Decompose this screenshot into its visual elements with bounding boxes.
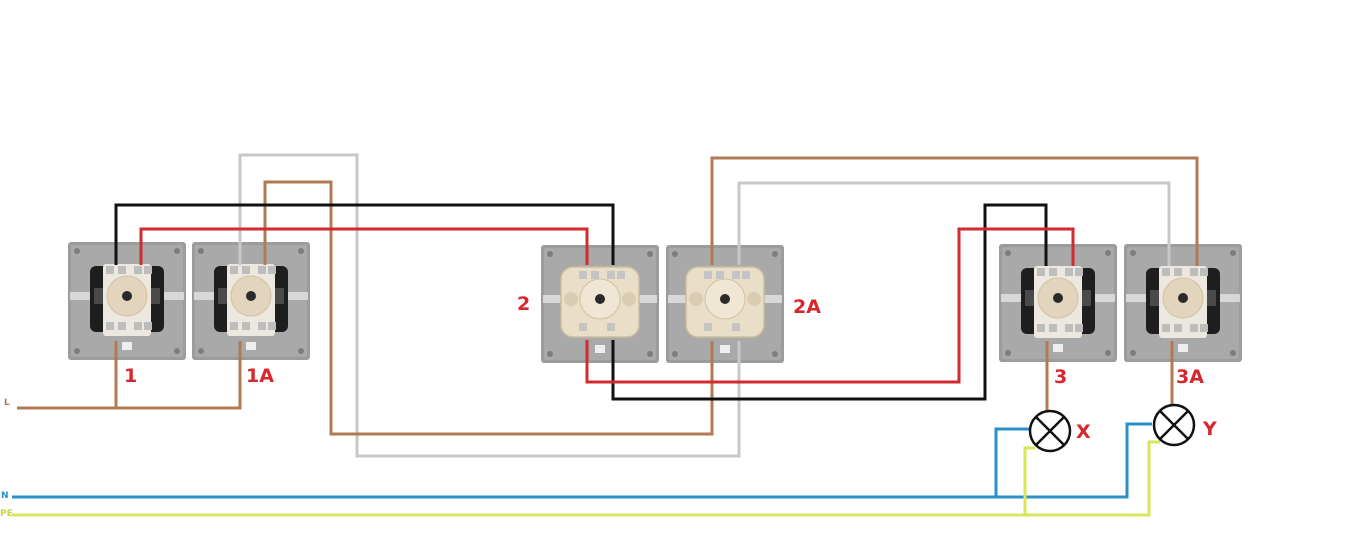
wire-brown-2a-3a (710, 156, 1199, 266)
wire-earth (12, 440, 1160, 517)
wire-red-1-2 (139, 227, 589, 265)
live-label: L (4, 398, 10, 408)
switch-2-label: 2 (517, 293, 531, 315)
switch-3 (998, 243, 1118, 363)
lamp-x (1028, 409, 1072, 453)
lamp-y (1152, 403, 1196, 447)
switch-1-label: 1 (124, 365, 138, 387)
switch-3a-label: 3A (1176, 366, 1204, 388)
wire-black-2-3 (611, 203, 1048, 401)
wire-live-feed (17, 341, 242, 410)
switch-2a (665, 244, 785, 364)
lamp-y-label: Y (1203, 418, 1217, 440)
wire-red-2-3 (585, 227, 1075, 384)
wire-grey-2a-3a (737, 181, 1171, 266)
switch-3a (1123, 243, 1243, 363)
neutral-label: N (1, 491, 9, 501)
wire-neutral (12, 422, 1152, 499)
switch-1a-label: 1A (246, 365, 274, 387)
switch-1 (67, 241, 187, 361)
wire-brown-1a-2a (263, 180, 714, 436)
switch-1a (191, 241, 311, 361)
wire-black-1-2 (114, 203, 615, 265)
switch-2a-label: 2A (793, 296, 821, 318)
switch-3-label: 3 (1054, 366, 1068, 388)
earth-label: PE (0, 509, 13, 519)
lamp-x-label: X (1076, 421, 1091, 443)
wire-grey-1a-2a (238, 153, 741, 458)
switch-2 (540, 244, 660, 364)
